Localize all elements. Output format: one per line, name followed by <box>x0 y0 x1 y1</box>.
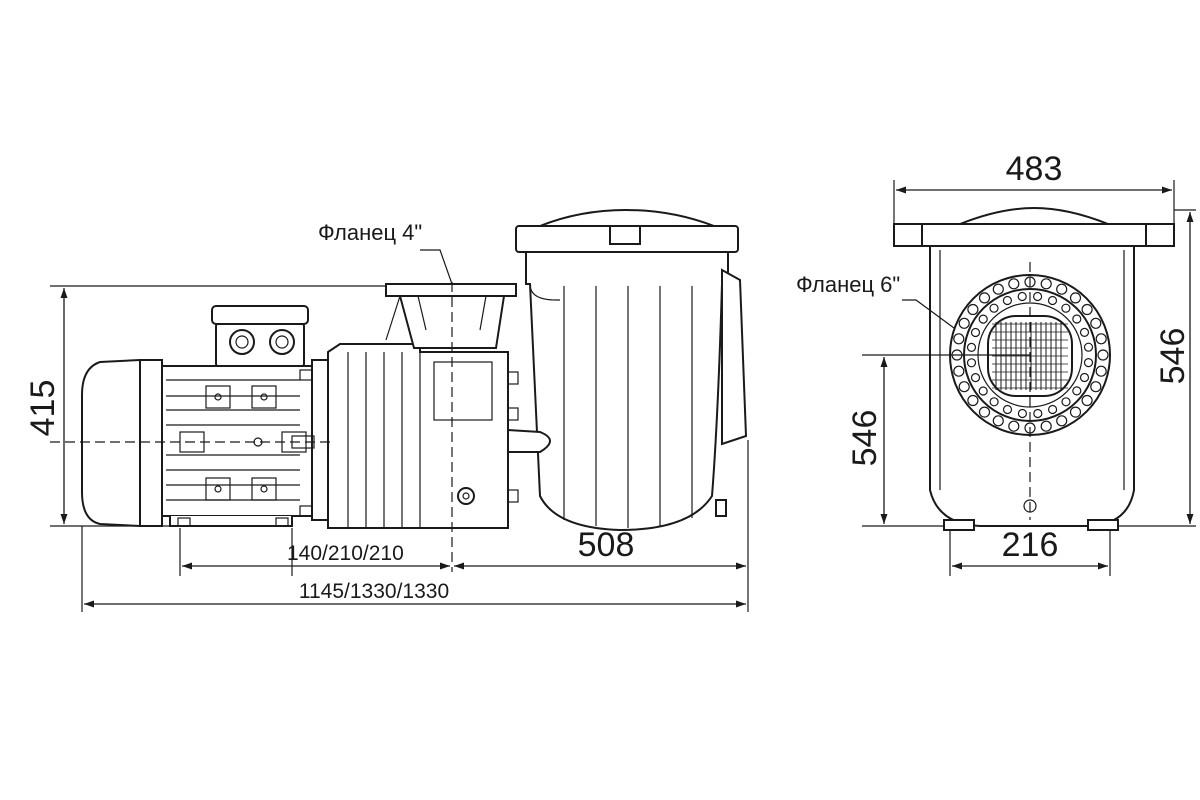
flange-bolt-hole <box>1056 283 1068 295</box>
flange-inner-hole <box>1047 295 1058 306</box>
terminal-box <box>211 305 309 367</box>
flange-bolt-hole <box>1090 317 1102 329</box>
flange-bolt-hole <box>978 292 991 304</box>
flange-inner-hole <box>978 386 988 396</box>
side-view <box>50 208 748 572</box>
flange-bolt-hole <box>1095 333 1107 345</box>
dim-foot-spacing: 216 <box>1002 526 1059 564</box>
motor-fan-cover <box>81 358 163 528</box>
pump-housing <box>327 343 519 529</box>
flange-bolt-hole <box>1008 278 1020 290</box>
flange-bolt-hole <box>1081 394 1093 407</box>
flange-inner-hole <box>1061 397 1071 407</box>
flange-bolt-hole <box>978 406 991 418</box>
flange-inner-hole <box>1047 404 1058 415</box>
flange-inner-hole <box>1072 386 1082 396</box>
flange-bolt-hole <box>1097 349 1109 361</box>
flange-inner-hole <box>1079 372 1090 383</box>
flange-inner-hole <box>989 397 999 407</box>
flange-inner-hole <box>1061 303 1071 313</box>
front-view <box>862 206 1175 531</box>
flange-inner-hole <box>1083 342 1094 352</box>
flange-bolt-hole <box>1069 292 1082 304</box>
dim-front-width: 483 <box>1006 150 1063 188</box>
flange-inner-hole <box>1017 408 1028 419</box>
flange-inner-hole <box>1033 408 1043 419</box>
flange-bolt-hole <box>958 317 970 329</box>
flange-inner-hole <box>966 342 977 352</box>
flange-inner-hole <box>970 327 981 338</box>
flange-outlet-label: Фланец 6" <box>796 272 900 297</box>
flange-bolt-hole <box>953 365 965 377</box>
flange-inner-hole <box>970 373 981 383</box>
flange-bolt-hole <box>1090 381 1102 393</box>
dim-front-height: 546 <box>1154 328 1192 385</box>
flange-inner-hole <box>966 358 977 368</box>
flange-bolt-hole <box>953 333 965 345</box>
flange-bolt-hole <box>992 283 1004 295</box>
flange-inner-hole <box>978 314 988 324</box>
flange-bolt-hole <box>1040 278 1052 290</box>
dim-housing-length: 508 <box>578 526 635 564</box>
strainer-basket <box>507 208 748 532</box>
flange-bolt-hole <box>1008 420 1020 432</box>
flange-inner-hole <box>1032 291 1043 302</box>
text-labels: Фланец 4" Фланец 6" 415 140/210/210 508 … <box>24 150 1192 603</box>
dim-overall-length: 1145/1330/1330 <box>299 580 449 603</box>
flange-inner-hole <box>1002 295 1013 306</box>
flange-bolt-hole <box>1095 365 1107 377</box>
dim-height-side: 415 <box>24 380 62 437</box>
flange-bolt-hole <box>1069 406 1082 418</box>
flange-inner-hole <box>989 303 999 313</box>
flange-inner-hole <box>1083 358 1094 368</box>
dimension-lines <box>50 180 1196 612</box>
flange-inlet-label: Фланец 4" <box>318 220 422 245</box>
flange-bolt-hole <box>992 415 1004 427</box>
flange-bolt-hole <box>958 381 970 393</box>
dim-base-spacing: 140/210/210 <box>287 542 404 565</box>
flange-bolt-hole <box>1056 415 1068 427</box>
dim-flange-center-height: 546 <box>846 410 884 467</box>
flange-inner-hole <box>1072 314 1082 324</box>
flange-inner-hole <box>1017 291 1027 302</box>
flange-bolt-hole <box>1040 420 1052 432</box>
flange-bolt-hole <box>1081 303 1093 316</box>
flange-inner-hole <box>1002 404 1013 415</box>
flange-bolt-hole <box>967 303 979 316</box>
inlet-flange <box>385 282 517 572</box>
flange-inner-hole <box>1079 327 1090 337</box>
motor-body <box>161 365 313 527</box>
flange-bolt-hole <box>967 394 979 407</box>
